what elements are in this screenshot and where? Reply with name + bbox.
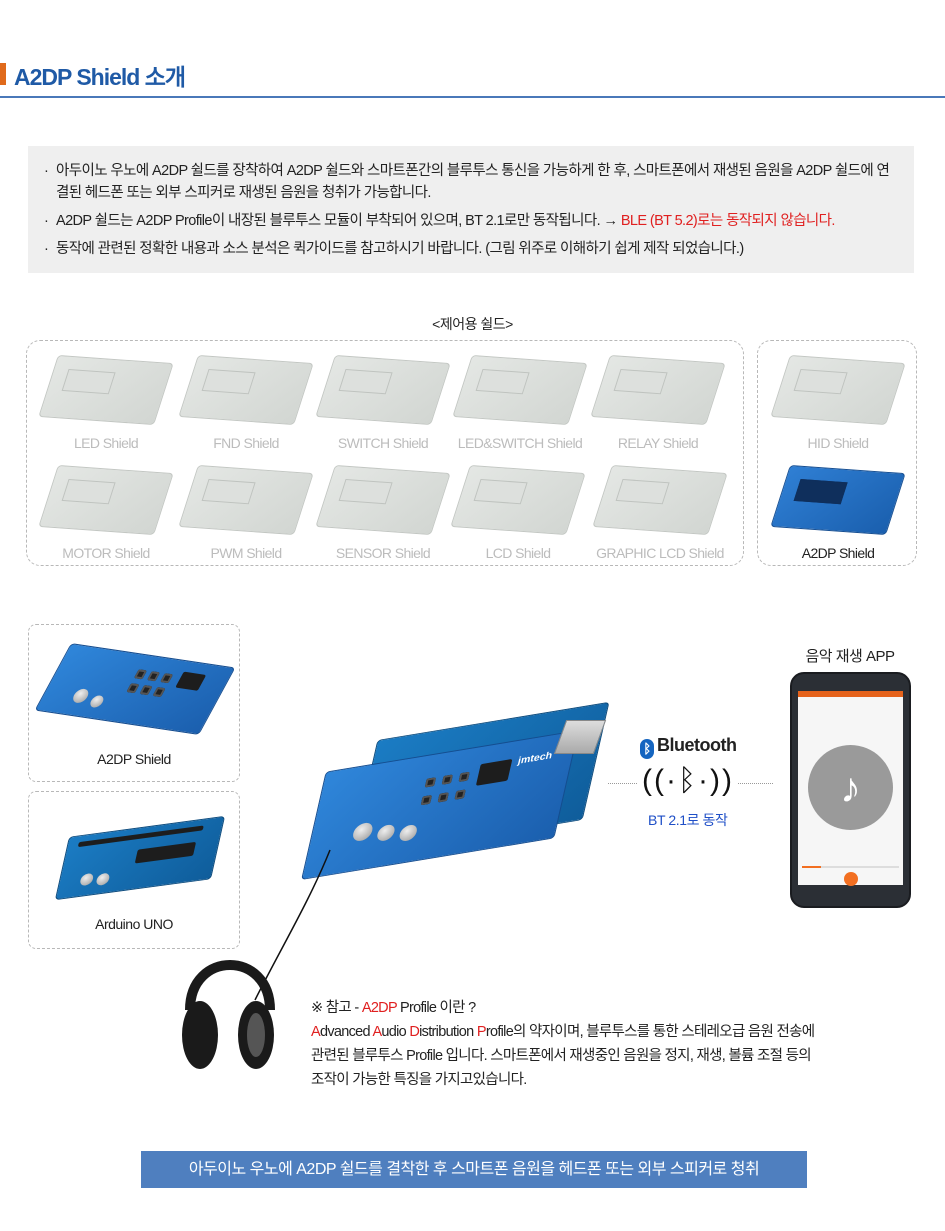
arduino-uno-card: Arduino UNO bbox=[28, 791, 240, 949]
shield-hid: HID Shield bbox=[770, 354, 906, 451]
shield-label: FND Shield bbox=[213, 435, 279, 451]
summary-banner: 아두이노 우노에 A2DP 쉴드를 결착한 후 스마트폰 음원을 헤드폰 또는 … bbox=[141, 1151, 807, 1188]
shield-board-image bbox=[178, 464, 314, 536]
a2dp-note: ※ 참고 - A2DP Profile 이란 ? Advanced Audio … bbox=[311, 996, 911, 1092]
note-word: dvanced bbox=[319, 1024, 373, 1040]
shield-relay: RELAY Shield bbox=[590, 354, 726, 451]
intro-bullet-1: 아두이노 우노에 A2DP 쉴드를 장착하여 A2DP 쉴드와 스마트폰간의 블… bbox=[44, 160, 892, 204]
shield-led: LED Shield bbox=[38, 354, 174, 451]
phone-status-bar bbox=[798, 691, 903, 697]
note-line-3: 관련된 블루투스 Profile 입니다. 스마트폰에서 재생중인 음원을 정지… bbox=[311, 1048, 812, 1064]
shield-label: MOTOR Shield bbox=[62, 545, 150, 561]
shield-led-switch: LED&SWITCH Shield bbox=[452, 354, 588, 451]
note-line-4: 조작이 가능한 특징을 가지고있습니다. bbox=[311, 1072, 527, 1088]
intro-bullet-2: A2DP 쉴드는 A2DP Profile이 내장된 블루투스 모듈이 부착되어… bbox=[44, 210, 892, 232]
note-title: ※ 참고 - A2DP Profile 이란 ? bbox=[311, 996, 911, 1020]
note-line-2: Advanced Audio Distribution Profile의 약자이… bbox=[311, 1020, 911, 1044]
shield-graphic-lcd: GRAPHIC LCD Shield bbox=[592, 464, 728, 561]
shield-label: PWM Shield bbox=[210, 545, 282, 561]
a2dp-shield-card: A2DP Shield bbox=[28, 624, 240, 782]
note-letter: A bbox=[372, 1024, 382, 1040]
arduino-uno-label: Arduino UNO bbox=[95, 916, 173, 932]
note-word: rofile의 약자이며, 블루투스를 통한 스테레오급 음원 전송에 bbox=[485, 1024, 815, 1040]
shield-label: SENSOR Shield bbox=[335, 545, 431, 561]
shield-board-image bbox=[590, 354, 726, 426]
shield-fnd: FND Shield bbox=[178, 354, 314, 451]
shield-label: LED Shield bbox=[73, 435, 139, 451]
shield-label: GRAPHIC LCD Shield bbox=[596, 545, 724, 561]
bluetooth-brand-text: Bluetooth bbox=[657, 735, 737, 755]
shield-label: A2DP Shield bbox=[801, 545, 875, 561]
shield-board-image bbox=[178, 354, 314, 426]
shield-board-image bbox=[770, 464, 906, 536]
shield-label: RELAY Shield bbox=[617, 435, 699, 451]
shield-switch: SWITCH Shield bbox=[315, 354, 451, 451]
music-note-icon: ♪ bbox=[808, 745, 893, 830]
shield-board-image bbox=[450, 464, 586, 536]
shield-label: LED&SWITCH Shield bbox=[457, 435, 583, 451]
note-word: udio bbox=[381, 1024, 410, 1040]
intro-bullet-3: 동작에 관련된 정확한 내용과 소스 분석은 퀵가이드를 참고하시기 바랍니다.… bbox=[44, 238, 892, 260]
shield-board-image bbox=[315, 464, 451, 536]
note-letter: D bbox=[409, 1024, 420, 1040]
bluetooth-signal-icon: ((·ᛒ·)) bbox=[638, 764, 738, 798]
note-letter: P bbox=[476, 1024, 487, 1040]
shield-lcd: LCD Shield bbox=[450, 464, 586, 561]
a2dp-board-image bbox=[34, 643, 236, 735]
bluetooth-icon: ᛒ bbox=[640, 739, 654, 759]
shield-board-image bbox=[315, 354, 451, 426]
featured-shields-panel: HID Shield A2DP Shield bbox=[757, 340, 917, 566]
shield-motor: MOTOR Shield bbox=[38, 464, 174, 561]
a2dp-shield-label: A2DP Shield bbox=[97, 751, 171, 767]
headphones-image bbox=[182, 849, 331, 1069]
control-shields-caption: <제어용 쉴드> bbox=[432, 316, 513, 332]
heading-divider bbox=[0, 96, 945, 98]
shield-board-image bbox=[452, 354, 588, 426]
shield-sensor: SENSOR Shield bbox=[315, 464, 451, 561]
shield-board-image bbox=[770, 354, 906, 426]
note-letter: A bbox=[311, 1024, 321, 1040]
shield-label: SWITCH Shield bbox=[337, 435, 429, 451]
heading-accent-bar bbox=[0, 63, 6, 85]
smartphone-image: ♪ bbox=[790, 672, 911, 908]
board-brand: jmtech bbox=[516, 750, 554, 767]
shield-board-image bbox=[38, 464, 174, 536]
shield-label: HID Shield bbox=[807, 435, 870, 451]
shield-board-image bbox=[592, 464, 728, 536]
note-prefix: ※ 참고 - bbox=[311, 1000, 362, 1016]
bt-version-label: BT 2.1로 동작 bbox=[648, 812, 728, 828]
page-title: A2DP Shield 소개 bbox=[14, 64, 186, 90]
intro-ble-warning: BLE (BT 5.2)로는 동작되지 않습니다. bbox=[620, 213, 836, 229]
shield-a2dp: A2DP Shield bbox=[770, 464, 906, 561]
note-suffix: Profile 이란 ? bbox=[396, 1000, 476, 1016]
shield-board-image bbox=[38, 354, 174, 426]
phone-screen: ♪ bbox=[798, 691, 903, 886]
note-term: A2DP bbox=[361, 1000, 398, 1016]
intro-box: 아두이노 우노에 A2DP 쉴드를 장착하여 A2DP 쉴드와 스마트폰간의 블… bbox=[28, 146, 914, 273]
shield-pwm: PWM Shield bbox=[178, 464, 314, 561]
control-shields-panel: LED Shield FND Shield SWITCH Shield LED&… bbox=[26, 340, 744, 566]
play-icon bbox=[844, 872, 858, 886]
note-word: istribution bbox=[419, 1024, 477, 1040]
intro-bullet-2-text: A2DP 쉴드는 A2DP Profile이 내장된 블루투스 모듈이 부착되어… bbox=[56, 213, 621, 229]
shield-label: LCD Shield bbox=[485, 545, 551, 561]
music-app-label: 음악 재생 APP bbox=[805, 648, 895, 665]
